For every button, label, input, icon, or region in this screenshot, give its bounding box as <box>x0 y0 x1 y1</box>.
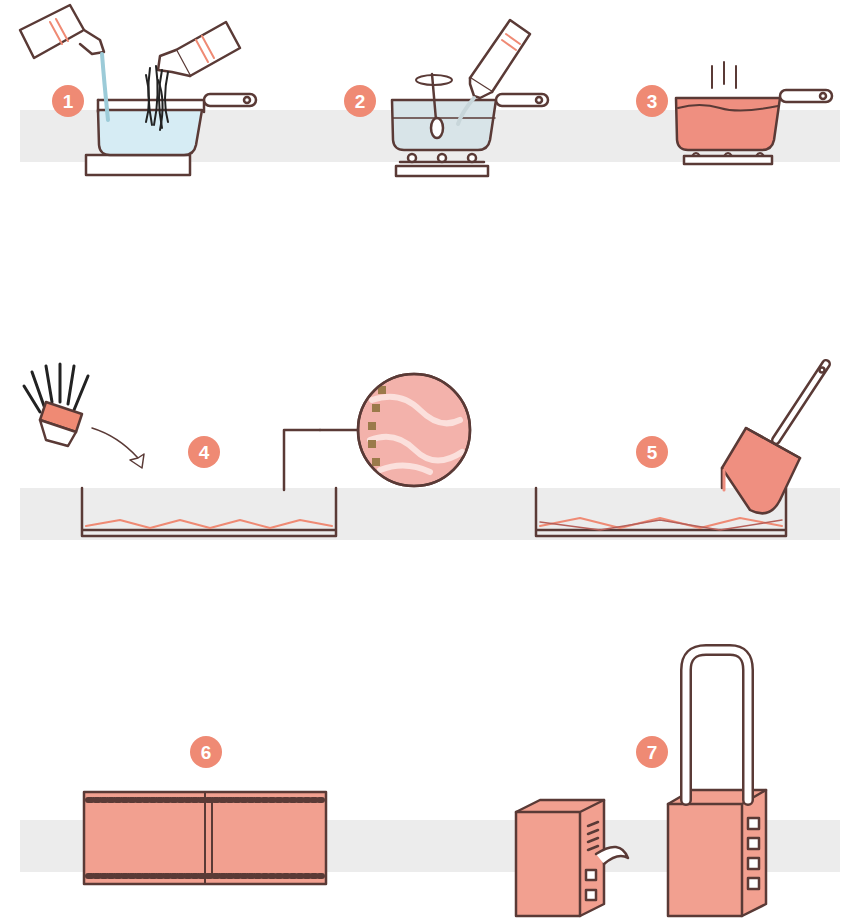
step-number: 6 <box>190 736 222 768</box>
step-number: 1 <box>52 85 84 117</box>
brush <box>24 364 88 446</box>
bottle <box>20 5 84 58</box>
burner <box>684 156 772 164</box>
magnified-texture <box>358 374 470 486</box>
pot-handle <box>496 94 548 106</box>
pot <box>392 100 496 150</box>
step-number: 2 <box>344 85 376 117</box>
fibers <box>146 66 168 130</box>
tray <box>82 488 336 536</box>
callout-number: 1 <box>63 92 74 111</box>
steam <box>712 62 736 88</box>
stand <box>86 155 190 175</box>
callout-number: 3 <box>647 92 658 111</box>
callout-number: 6 <box>201 743 212 762</box>
pot <box>722 428 800 513</box>
pot-handle <box>204 94 256 106</box>
arrow <box>92 428 144 468</box>
box-parts <box>516 650 766 916</box>
step-number: 3 <box>636 85 668 117</box>
pot <box>676 98 780 150</box>
background-band <box>20 110 840 872</box>
step-number: 4 <box>188 436 220 468</box>
spoon <box>432 74 436 120</box>
burner <box>396 166 488 176</box>
callout-number: 2 <box>355 92 366 111</box>
callout-number: 4 <box>199 443 210 462</box>
step-number: 5 <box>636 436 668 468</box>
step-number: 7 <box>636 736 668 768</box>
callout-number: 7 <box>647 743 658 762</box>
pot-handle <box>780 90 832 102</box>
bottle <box>470 20 530 92</box>
paper-sheet <box>84 792 326 884</box>
frame <box>284 430 320 490</box>
callout-number: 5 <box>647 443 658 462</box>
